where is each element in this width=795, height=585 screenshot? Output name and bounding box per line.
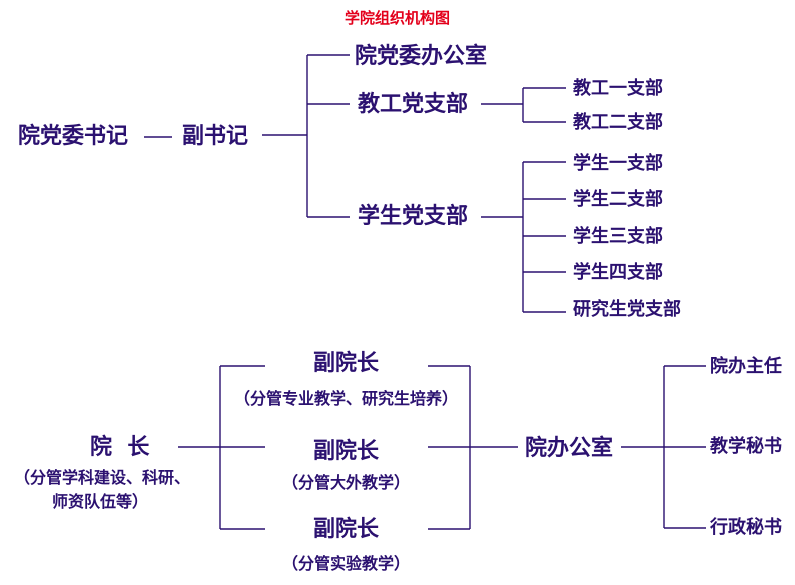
chart-title: 学院组织机构图 — [344, 9, 450, 27]
student-sub-branch-node: 研究生党支部 — [573, 299, 681, 320]
vice-dean-node: 副院长 — [312, 517, 380, 542]
admin-office-node: 院办公室 — [525, 436, 614, 461]
vice-dean-node: 副院长 — [312, 439, 380, 464]
faculty-sub-branch-node: 教工二支部 — [573, 112, 663, 133]
party-secretary-node: 院党委书记 — [18, 124, 129, 149]
office-staff-node: 行政秘书 — [710, 517, 782, 538]
office-staff-node: 院办主任 — [710, 356, 782, 377]
vice-dean-node: 副院长 — [312, 351, 380, 376]
party-office-node: 院党委办公室 — [355, 44, 488, 69]
office-staff-node: 教学秘书 — [710, 436, 782, 457]
dean-responsibilities: 师资队伍等） — [51, 492, 149, 511]
faculty-sub-branch-node: 教工一支部 — [573, 78, 663, 99]
student-sub-branch-node: 学生三支部 — [573, 226, 663, 247]
vice-dean-responsibilities: （分管大外教学） — [281, 473, 411, 492]
student-sub-branch-node: 学生二支部 — [573, 189, 663, 210]
student-branch-node: 学生党支部 — [358, 204, 469, 229]
vice-dean-responsibilities: （分管专业教学、研究生培养） — [233, 389, 459, 408]
dean-responsibilities: （分管学科建设、科研、 — [13, 468, 191, 487]
faculty-branch-node: 教工党支部 — [358, 92, 469, 117]
student-sub-branch-node: 学生四支部 — [573, 262, 663, 283]
student-sub-branch-node: 学生一支部 — [573, 153, 663, 174]
dean-node: 院 长 — [90, 435, 150, 460]
vice-dean-responsibilities: （分管实验教学） — [281, 554, 411, 573]
party-deputy-node: 副书记 — [182, 124, 249, 149]
